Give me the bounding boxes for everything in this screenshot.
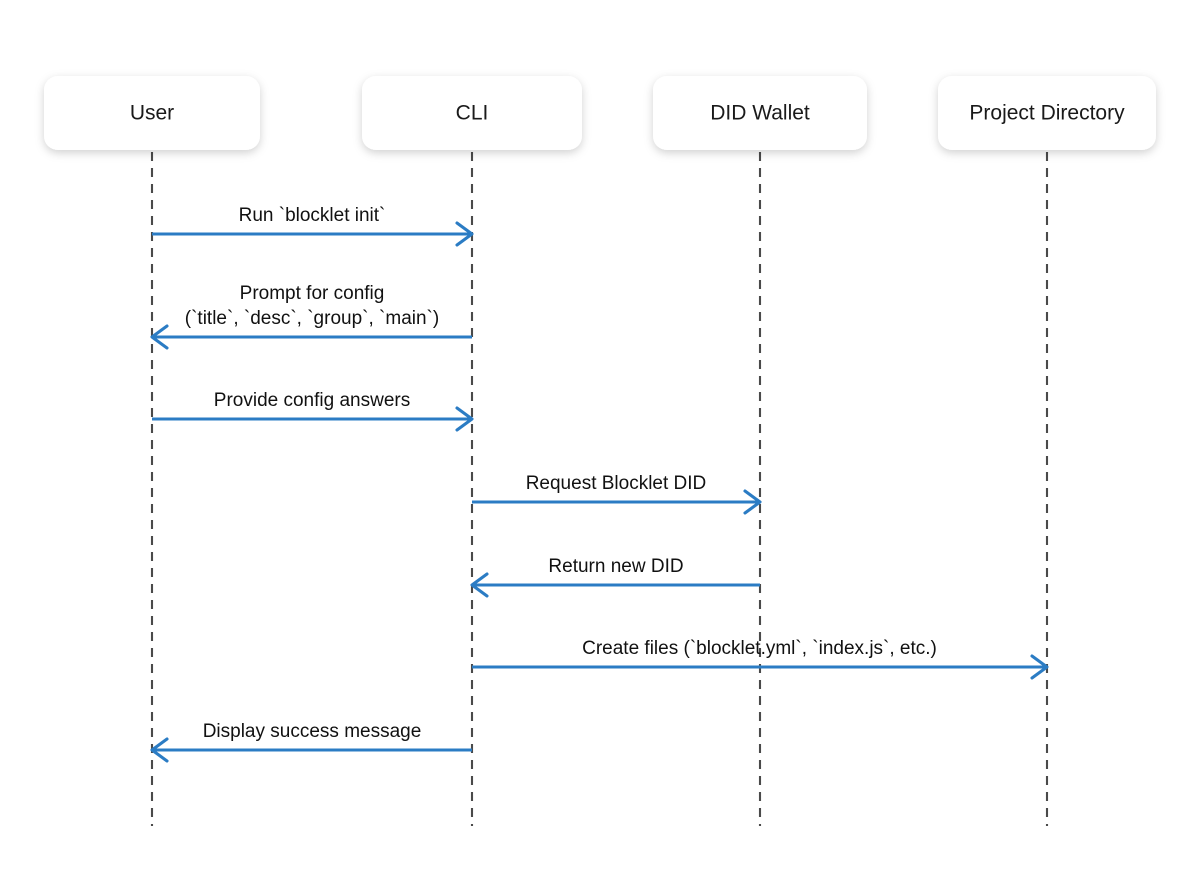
message-label-m4-line-0: Request Blocklet DID: [526, 473, 707, 494]
message-m5[interactable]: Return new DID: [470, 556, 760, 598]
message-arrowhead-m1: [455, 221, 474, 247]
participant-project[interactable]: Project Directory: [938, 76, 1156, 150]
message-arrowhead-m2: [150, 324, 169, 350]
participant-wallet[interactable]: DID Wallet: [653, 76, 867, 150]
message-label-m7-line-0: Display success message: [203, 721, 422, 742]
message-m1[interactable]: Run `blocklet init`: [152, 205, 474, 247]
messages-group: Run `blocklet init` Prompt for config (`ti…: [150, 205, 1049, 763]
participants-group: User CLI DID Wallet Project Directory: [44, 76, 1156, 150]
message-m6[interactable]: Create files (`blocklet.yml`, `index.js`…: [472, 638, 1049, 680]
message-label-m5-line-0: Return new DID: [548, 556, 683, 577]
participant-box-cli: [362, 76, 582, 150]
participant-box-wallet: [653, 76, 867, 150]
message-arrowhead-m7: [150, 737, 169, 763]
participant-label-wallet: DID Wallet: [710, 102, 810, 125]
message-arrowhead-m5: [470, 572, 489, 598]
participant-label-project: Project Directory: [969, 102, 1125, 125]
message-label-m2-line-0: Prompt for config: [240, 283, 385, 304]
participant-cli[interactable]: CLI: [362, 76, 582, 150]
message-m4[interactable]: Request Blocklet DID: [472, 473, 762, 515]
lifelines-group: [150, 152, 1049, 826]
participant-user[interactable]: User: [44, 76, 260, 150]
message-m3[interactable]: Provide config answers: [152, 390, 474, 432]
message-m2[interactable]: Prompt for config (`title`, `desc`, `grou…: [150, 283, 472, 350]
participant-label-cli: CLI: [456, 102, 489, 125]
participant-box-user: [44, 76, 260, 150]
message-label-m6-line-0: Create files (`blocklet.yml`, `index.js`…: [582, 638, 937, 659]
message-label-m2-line-1: (`title`, `desc`, `group`, `main`): [185, 308, 439, 329]
message-label-m3-line-0: Provide config answers: [214, 390, 410, 411]
message-m7[interactable]: Display success message: [150, 721, 472, 763]
message-arrowhead-m6: [1030, 654, 1049, 680]
participant-box-project: [938, 76, 1156, 150]
participant-label-user: User: [130, 102, 174, 125]
message-label-m1-line-0: Run `blocklet init`: [239, 205, 386, 226]
message-arrowhead-m4: [743, 489, 762, 515]
message-arrowhead-m3: [455, 406, 474, 432]
